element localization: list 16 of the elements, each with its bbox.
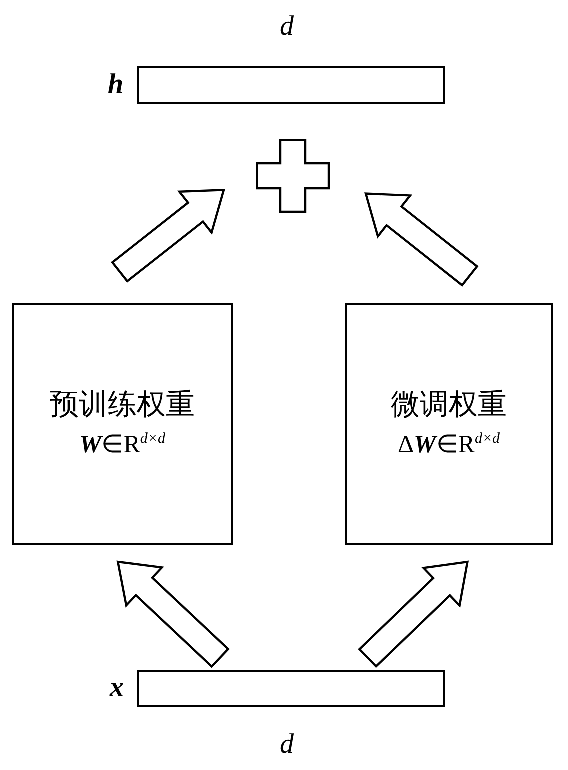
weight-box [345, 303, 553, 545]
dimension-label: d [280, 730, 294, 760]
vector-label: h [108, 70, 124, 100]
weight-box [12, 303, 233, 545]
hollow-arrow [364, 192, 479, 287]
hollow-arrow [111, 188, 226, 283]
box-title: 预训练权重 [50, 388, 195, 423]
formula: W∈R$^{d×d}$ [79, 430, 166, 460]
hollow-arrow [116, 560, 230, 668]
vector-bar [137, 670, 445, 707]
vector-bar [137, 66, 445, 104]
dimension-label: d [280, 12, 294, 42]
vector-label: x [110, 673, 124, 703]
hollow-arrow [358, 560, 470, 668]
box-title: 微调权重 [391, 388, 507, 423]
formula: ΔW∈R$^{d×d}$ [398, 430, 500, 460]
